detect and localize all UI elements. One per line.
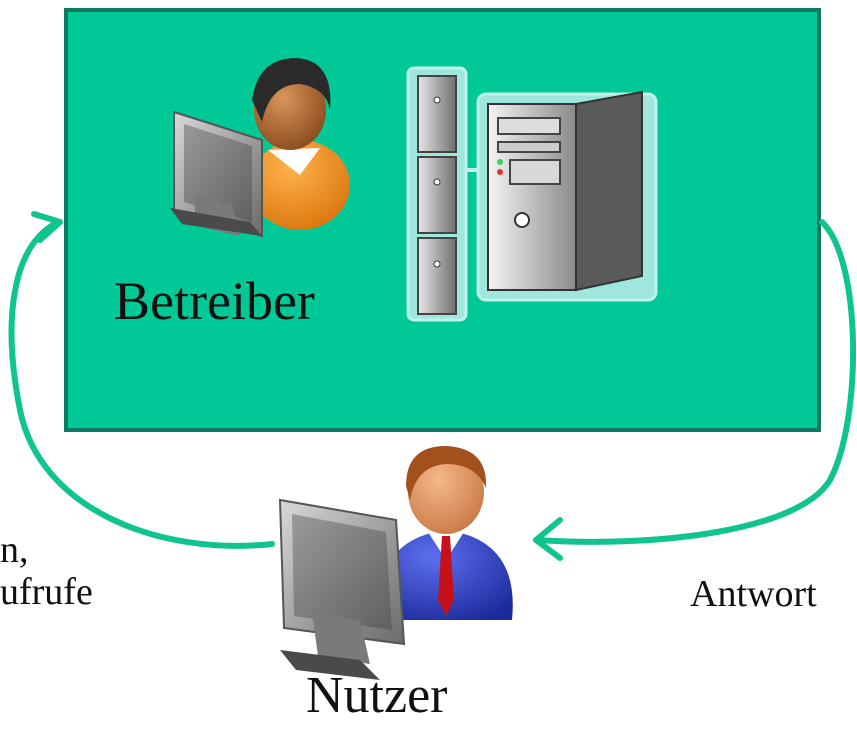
request-arrow bbox=[8, 219, 275, 549]
request-label-line-2: ufrufe bbox=[0, 571, 93, 613]
computer-monitor-icon bbox=[170, 110, 263, 238]
server-tower-icon bbox=[476, 90, 658, 302]
user-person-icon bbox=[379, 446, 513, 620]
request-arrowhead bbox=[31, 211, 63, 243]
response-arrow bbox=[533, 219, 857, 545]
request-label-line-1: n, bbox=[0, 529, 29, 571]
user-label: Nutzer bbox=[306, 667, 448, 724]
response-arrowhead bbox=[533, 517, 563, 561]
operator-label: Betreiber bbox=[114, 271, 315, 331]
response-label: Antwort bbox=[690, 573, 817, 615]
computer-monitor-icon bbox=[278, 498, 406, 680]
operator-person-icon bbox=[250, 58, 350, 230]
server-rack-icon bbox=[406, 66, 484, 322]
